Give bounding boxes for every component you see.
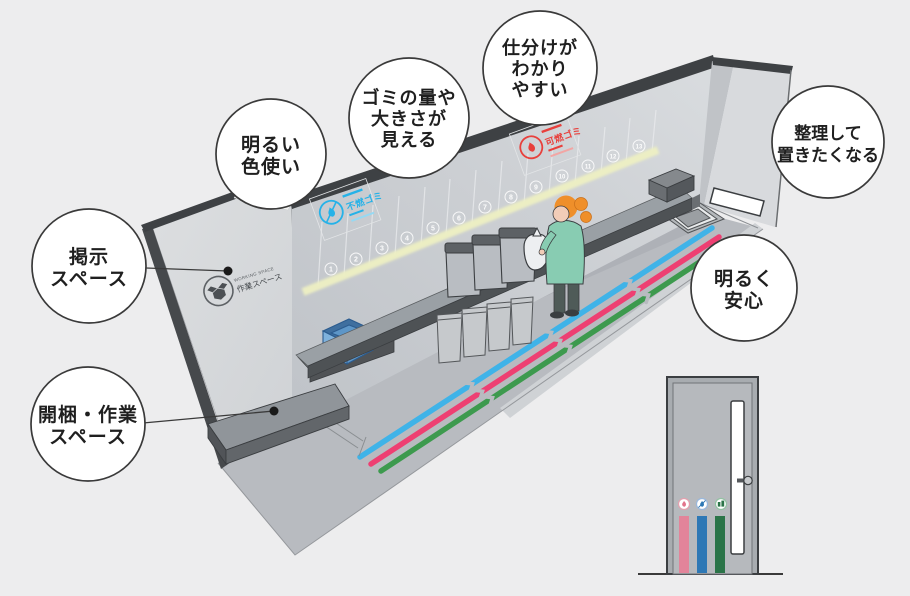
open-box-icon <box>206 282 229 300</box>
panel-number: 8 <box>509 195 513 202</box>
callout-notice-space: 掲示 スペース <box>31 208 147 324</box>
recyclable-icon <box>717 500 725 507</box>
callout-unpack-work-space: 開梱・作業 スペース <box>30 366 146 482</box>
leader-dot-bench <box>269 406 279 416</box>
callout-text: 置きたくなる <box>777 146 879 165</box>
callout-text: スペース <box>49 427 127 448</box>
panel-number: 11 <box>585 165 592 171</box>
leader-lines <box>142 266 279 424</box>
door-window <box>730 400 745 555</box>
floor-line-blue <box>357 225 715 460</box>
panel-number: 5 <box>431 226 435 233</box>
panel-number: 7 <box>483 205 487 212</box>
callout-text: わかり <box>512 59 569 79</box>
floor-bin <box>486 301 512 352</box>
callout-text: スペース <box>50 269 128 290</box>
callout-text: 明るい <box>241 134 301 156</box>
floor-bin <box>461 306 488 358</box>
left-wall-top-band <box>141 190 241 232</box>
callout-text: 仕分けが <box>501 37 578 58</box>
panel-number: 2 <box>354 257 358 264</box>
person <box>523 195 592 319</box>
face <box>552 205 570 223</box>
right-wall <box>698 57 793 229</box>
callout-text: 色使い <box>241 155 301 178</box>
panel-number: 3 <box>380 246 384 253</box>
wall-vent-window <box>709 187 765 217</box>
door-stripe-pink <box>679 516 689 573</box>
floor-bin <box>510 296 534 346</box>
wall-light-stripe <box>301 146 660 296</box>
panel-numbers: 1 2 3 4 5 6 7 8 9 10 11 12 13 <box>324 139 646 276</box>
floor-guide-lines <box>357 225 730 474</box>
floor-bins <box>436 296 534 364</box>
callout-bright-colors: 明るい 色使い <box>215 98 327 210</box>
panel-number: 9 <box>534 185 538 192</box>
sweater <box>545 219 585 285</box>
direction-chevrons <box>462 278 651 407</box>
callout-tidy-placement: 整理して 置きたくなる <box>771 85 885 199</box>
callout-text: 整理して <box>794 123 862 143</box>
leader-dot-notice <box>223 266 233 276</box>
floor-bin <box>436 312 463 364</box>
counter-bins <box>444 227 538 298</box>
panel-number: 13 <box>636 145 643 151</box>
lidded-bin <box>498 227 538 284</box>
callout-text: 安心 <box>724 289 764 312</box>
door-handle <box>737 478 745 483</box>
right-wall-top-band <box>712 57 793 74</box>
floor-line-pink <box>368 234 722 467</box>
panel-number: 1 <box>329 267 333 274</box>
panel-number: 6 <box>457 216 461 223</box>
callout-text: ゴミの量や <box>362 87 457 108</box>
callout-waste-visibility: ゴミの量や 大きさが 見える <box>348 57 470 179</box>
callout-easy-sorting: 仕分けが わかり やすい <box>482 10 598 126</box>
callout-text: 明るく <box>714 268 774 290</box>
door-knob <box>743 475 753 486</box>
wall-panel-lines <box>317 109 657 287</box>
callout-text: 掲示 <box>69 245 109 268</box>
callout-text: 大きさが <box>371 108 447 129</box>
panel-number: 4 <box>405 236 409 243</box>
door-category-icons <box>677 497 728 511</box>
counter-box <box>647 168 696 203</box>
door-stripe-green <box>715 516 725 573</box>
callout-text: 開梱・作業 <box>38 403 138 426</box>
panel-number: 12 <box>610 155 617 161</box>
callout-text: 見える <box>380 130 437 150</box>
panel-number: 10 <box>559 175 566 181</box>
callout-bright-secure: 明るく 安心 <box>690 234 798 342</box>
floor-line-green <box>378 241 730 474</box>
door-stripe-blue <box>697 516 707 573</box>
left-wall-edge <box>142 226 231 469</box>
unpacking-bench <box>207 383 350 466</box>
door-illustration <box>638 376 783 575</box>
callout-text: やすい <box>512 80 569 100</box>
